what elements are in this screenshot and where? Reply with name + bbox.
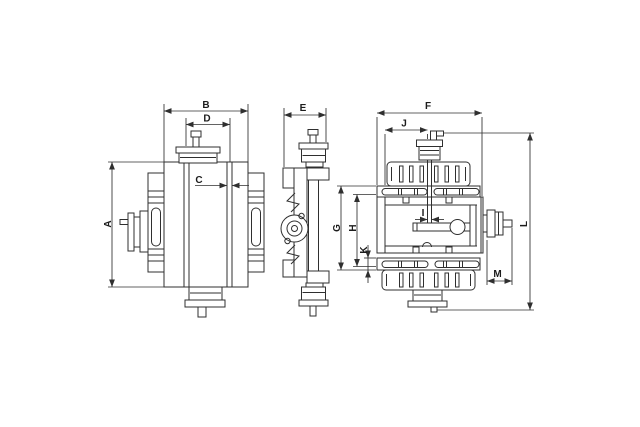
front-view-body: [163, 161, 249, 288]
plan-view-bottom-handwheel: [407, 289, 448, 313]
front-view-left-tslot-block: [147, 172, 165, 273]
dim-label-m: M: [493, 269, 501, 280]
dim-F: F: [376, 101, 483, 196]
dim-J: J: [384, 119, 428, 185]
dim-label-k: K: [359, 246, 370, 254]
dim-label-f: F: [425, 101, 431, 112]
dim-label-a: A: [103, 220, 114, 227]
dim-M: M: [486, 228, 513, 285]
side-view-dial: [280, 212, 309, 245]
plan-view-table-top: [386, 161, 471, 187]
dim-A: A: [103, 161, 164, 288]
plan-view-top-tslot-bar: [376, 185, 481, 198]
side-view-bottom-handwheel: [298, 282, 329, 317]
dim-label-g: G: [332, 224, 343, 232]
dim-K: K: [359, 245, 376, 283]
plan-view-table-bottom: [381, 269, 476, 291]
front-view-top-handwheel: [175, 130, 221, 164]
dim-label-h: H: [348, 224, 359, 231]
front-view-side-crank: [119, 210, 149, 253]
front-view-bottom-handwheel: [184, 286, 226, 318]
dim-H: H: [348, 194, 376, 267]
dim-label-b: B: [202, 100, 209, 111]
side-view: E: [280, 103, 330, 317]
dim-B: B: [163, 100, 249, 162]
side-view-top-handwheel: [298, 129, 329, 168]
dim-C: C: [195, 175, 249, 189]
dim-L: L: [437, 132, 534, 311]
dim-I: I: [415, 208, 444, 223]
front-view-right-tslot-block: [247, 172, 265, 273]
dim-E: E: [283, 103, 327, 167]
dim-D: D: [185, 114, 231, 162]
plan-view: F J G H K I: [332, 101, 534, 313]
dim-label-i: I: [422, 208, 425, 219]
dim-label-c: C: [195, 175, 202, 186]
dim-label-l: L: [519, 221, 530, 227]
plan-view-side-crank: [482, 209, 513, 238]
dim-label-j: J: [401, 119, 407, 130]
dim-label-d: D: [203, 114, 210, 125]
plan-view-top-handwheel: [416, 130, 444, 161]
dim-label-e: E: [300, 103, 307, 114]
plan-view-bottom-tslot-bar: [376, 257, 481, 271]
front-view: A B D C: [103, 100, 265, 318]
plan-view-leadscrew: [412, 160, 471, 235]
